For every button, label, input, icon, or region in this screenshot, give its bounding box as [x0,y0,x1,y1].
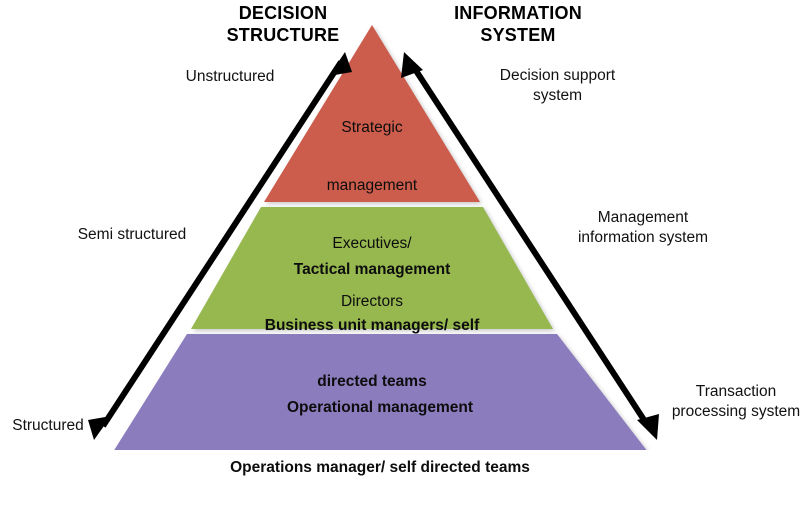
label-semi-structured: Semi structured [77,226,187,243]
pyramid-tier-strategic [264,25,480,202]
tier-label-operational-line-2: Operations manager/ self directed teams [230,459,530,476]
label-structured: Structured [12,417,84,434]
label-decision-support-system: Decision support system [499,67,616,104]
label-unstructured: Unstructured [185,68,275,85]
diagram-canvas: DECISION STRUCTURE INFORMATION SYSTEM Un… [12,3,800,476]
left-decision-structure-arrow [88,52,352,440]
pyramid-tier-operational [114,334,647,450]
label-transaction-processing-system: Transaction processing system [671,383,800,420]
header-decision-structure: DECISION STRUCTURE [226,3,340,45]
pyramid-diagram [88,25,659,450]
right-information-system-arrow [401,52,659,440]
pyramid-tier-tactical [191,207,553,329]
header-information-system: INFORMATION SYSTEM [454,3,582,45]
label-management-information-system: Management information system [577,209,709,246]
